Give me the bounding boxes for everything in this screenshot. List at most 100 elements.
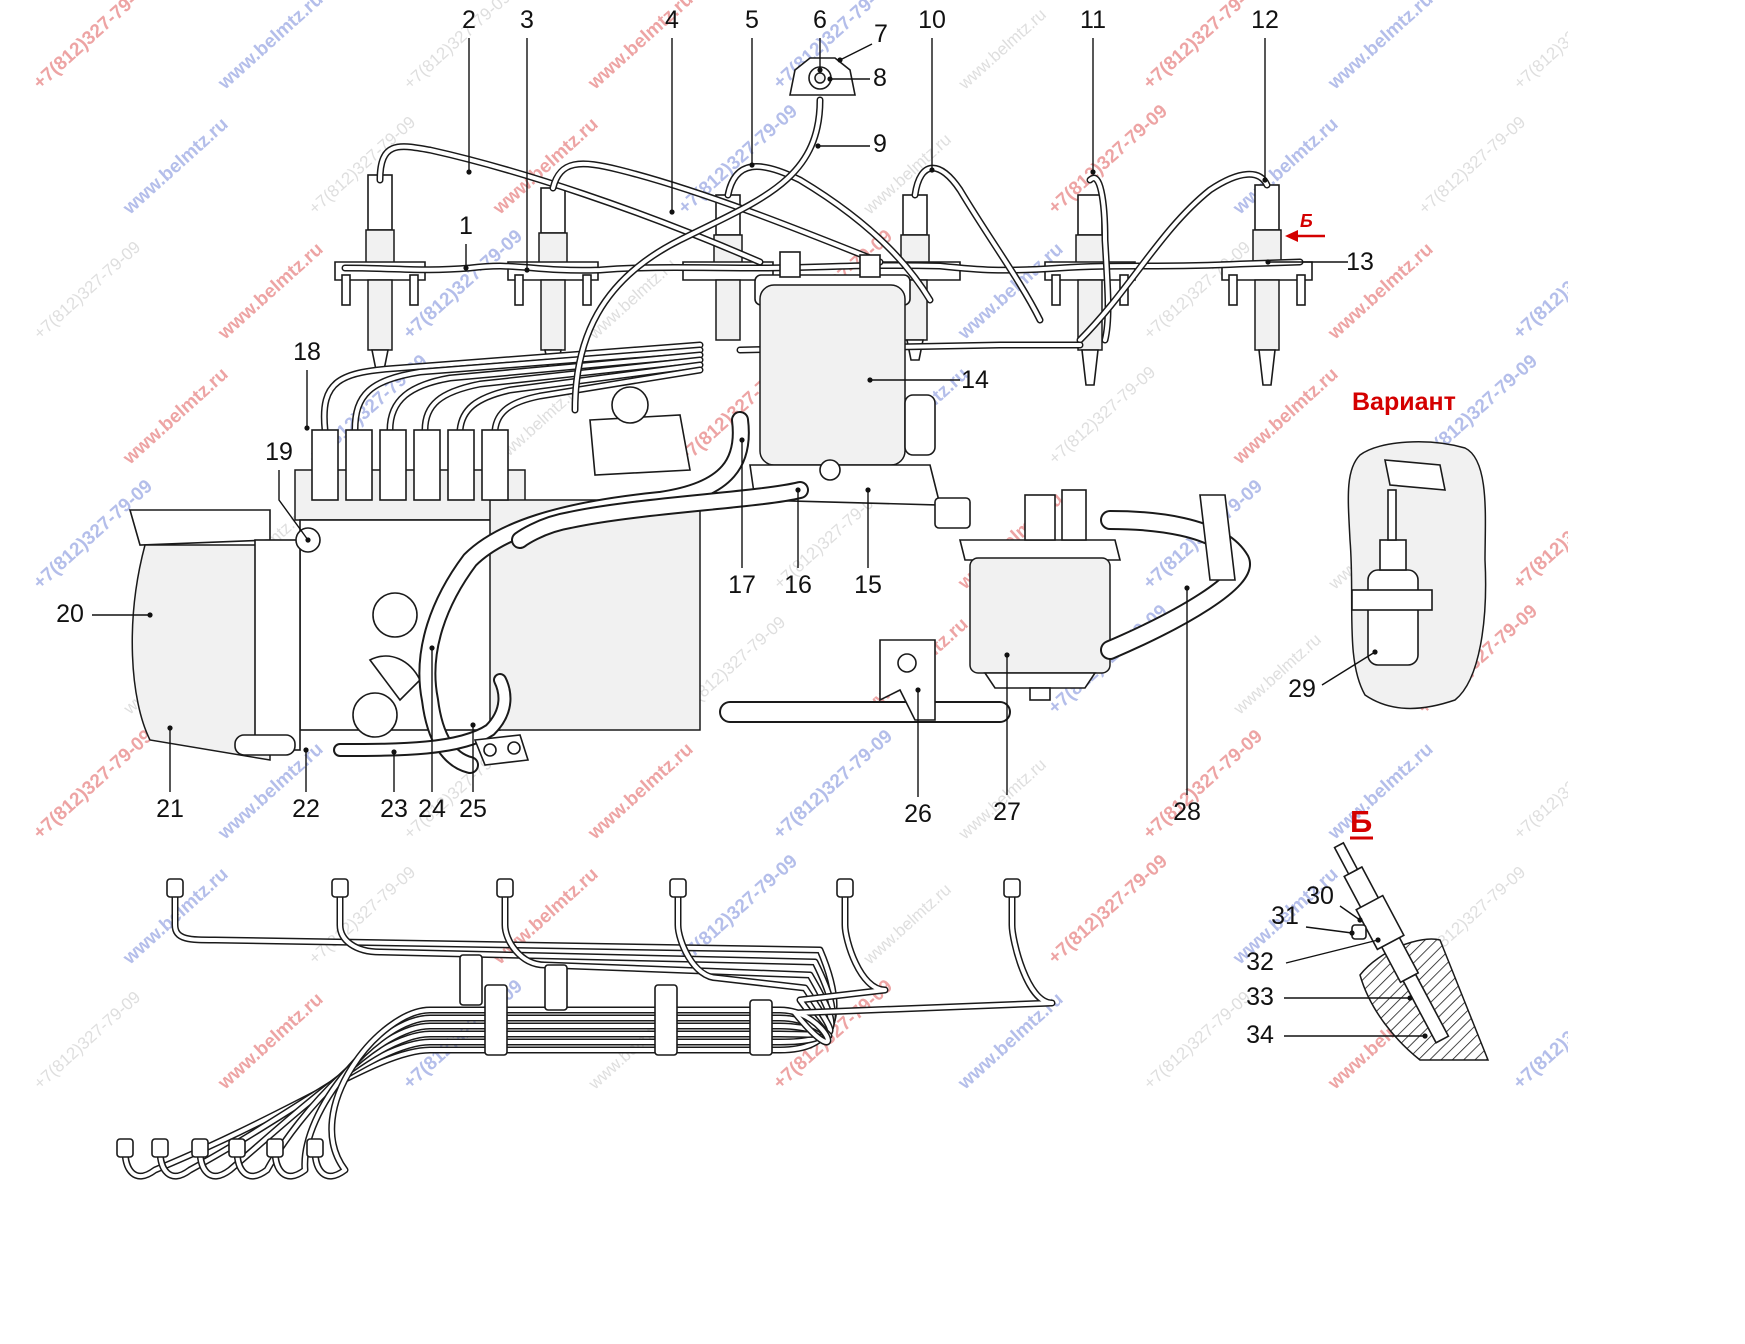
- view-b-arrow: Б: [1285, 211, 1325, 242]
- watermark-text: www.belmtz.ru: [859, 880, 955, 969]
- injection-pipe-2: [158, 888, 835, 1179]
- bracket-26: [719, 639, 1011, 723]
- view-b-arrow-label: Б: [1300, 211, 1313, 231]
- variant-inset: [1347, 441, 1487, 710]
- fuel-filter-coarse: [934, 489, 1251, 701]
- watermark-text: +7(812)327-79-09: [29, 726, 156, 844]
- part-number-22: 22: [292, 795, 320, 823]
- pipe-bottom-nut-4: [228, 1138, 246, 1158]
- leader-line-31: [1305, 926, 1353, 934]
- leader-dot-10: [929, 167, 935, 173]
- injection-pipe-4: [235, 888, 833, 1179]
- part-number-24: 24: [418, 795, 446, 823]
- leader-dot-1: [463, 265, 469, 271]
- part-number-5: 5: [745, 6, 759, 34]
- watermark-text: +7(812)327-79-09: [400, 0, 514, 93]
- part-number-29: 29: [1288, 675, 1316, 703]
- watermark-text: +7(812)327-79-09: [1510, 0, 1568, 93]
- pipe-top-nut-6: [1003, 878, 1021, 898]
- part-number-25: 25: [459, 795, 487, 823]
- leader-dot-6: [817, 67, 823, 73]
- leader-dot-3: [524, 267, 530, 273]
- leader-dot-2: [466, 169, 472, 175]
- part-number-12: 12: [1251, 6, 1279, 34]
- leader-dot-33: [1407, 995, 1413, 1001]
- leader-dot-25: [470, 722, 476, 728]
- leader-dot-29: [1372, 649, 1378, 655]
- part-number-7: 7: [874, 20, 888, 48]
- pipe-bottom-nut-1: [116, 1138, 134, 1158]
- part-number-21: 21: [156, 795, 184, 823]
- pipe-bottom-nut-2: [151, 1138, 169, 1158]
- part-number-2: 2: [462, 6, 476, 34]
- delivery-valves: [311, 429, 509, 501]
- leader-dot-24: [429, 645, 435, 651]
- pipe-top-nut-3: [496, 878, 514, 898]
- drain-line: [341, 258, 1304, 274]
- pipe-set-view: [116, 878, 1056, 1180]
- part-number-16: 16: [784, 571, 812, 599]
- leader-dot-12: [1262, 177, 1268, 183]
- leader-dot-21: [167, 725, 173, 731]
- watermark-text: +7(812)327-79-09: [1415, 112, 1529, 218]
- injection-pipe-1: [123, 888, 837, 1179]
- bracket-25: [473, 734, 530, 766]
- watermark-text: www.belmtz.ru: [1324, 0, 1438, 94]
- pipe-top-nut-4: [669, 878, 687, 898]
- leader-lines: [92, 38, 1428, 1039]
- leader-line-32: [1285, 939, 1379, 964]
- part-number-31: 31: [1271, 902, 1299, 930]
- watermark-text: www.belmtz.ru: [214, 0, 328, 94]
- leader-line-7: [839, 43, 873, 61]
- leader-dot-11: [1090, 169, 1096, 175]
- leader-dot-34: [1422, 1033, 1428, 1039]
- pipe-top-nut-5: [836, 878, 854, 898]
- leader-dot-9: [815, 143, 821, 149]
- part-number-27: 27: [993, 798, 1021, 826]
- leader-dot-19: [305, 537, 311, 543]
- leader-dot-32: [1375, 937, 1381, 943]
- leader-dot-28: [1184, 585, 1190, 591]
- injection-pump: [128, 386, 701, 761]
- part-number-10: 10: [918, 6, 946, 34]
- part-number-33: 33: [1246, 983, 1274, 1011]
- part-number-18: 18: [293, 338, 321, 366]
- part-number-1: 1: [459, 212, 473, 240]
- pressure-pipes-top: [376, 143, 1271, 344]
- watermark-text: +7(812)327-79-09: [1045, 362, 1159, 468]
- part-number-3: 3: [520, 6, 534, 34]
- leader-dot-18: [304, 425, 310, 431]
- watermark-text: +7(812)327-79-09: [1044, 101, 1171, 219]
- part-number-30: 30: [1306, 882, 1334, 910]
- watermark-text: www.belmtz.ru: [119, 114, 233, 220]
- leader-line-29: [1321, 651, 1376, 686]
- watermark-text: www.belmtz.ru: [1229, 364, 1343, 470]
- injection-pipe-3: [198, 888, 834, 1179]
- part-number-8: 8: [873, 64, 887, 92]
- watermark-text: www.belmtz.ru: [584, 739, 698, 845]
- watermark-text: www.belmtz.ru: [954, 5, 1050, 94]
- injection-pipe-6: [313, 888, 1054, 1179]
- leader-dot-23: [391, 749, 397, 755]
- view-b-inset: [1333, 841, 1490, 1061]
- pipe-clamps: [459, 954, 773, 1056]
- part-number-17: 17: [728, 571, 756, 599]
- leader-dot-4: [669, 209, 675, 215]
- part-number-14: 14: [961, 366, 989, 394]
- part-number-20: 20: [56, 600, 84, 628]
- watermark-text: +7(812)327-79-09: [1139, 726, 1266, 844]
- watermark-text: www.belmtz.ru: [584, 0, 698, 94]
- pipe-bottom-nut-3: [191, 1138, 209, 1158]
- watermark-text: +7(812)327-79-09: [30, 987, 144, 1093]
- part-number-19: 19: [265, 438, 293, 466]
- watermark-text: +7(812)327-79-09: [1044, 851, 1171, 969]
- watermark-text: www.belmtz.ru: [954, 239, 1068, 345]
- watermark-text: +7(812)327-79-09: [1509, 226, 1568, 344]
- pipe-9: [571, 96, 824, 414]
- part-number-13: 13: [1346, 248, 1374, 276]
- part-number-15: 15: [854, 571, 882, 599]
- watermark-text: +7(812)327-79-09: [1139, 0, 1266, 94]
- leader-dot-16: [795, 487, 801, 493]
